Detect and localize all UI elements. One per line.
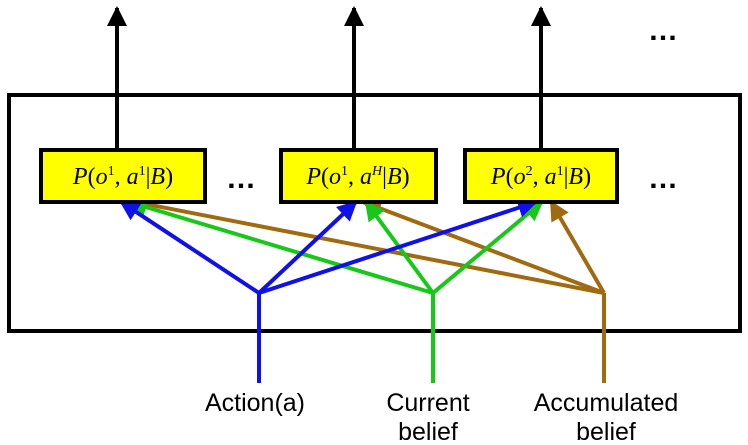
action-arrow-3 xyxy=(258,198,538,295)
accumulated-belief-arrow-3 xyxy=(549,200,606,295)
probability-box-3: P(o2, a1|B) xyxy=(463,148,619,204)
current-belief-arrow-3 xyxy=(431,200,544,295)
probability-box-1: P(o1, a1|B) xyxy=(39,148,207,204)
ellipsis-after-boxes: … xyxy=(648,162,680,195)
probability-formula-1: P(o1, a1|B) xyxy=(72,164,173,190)
ellipsis-top-right: … xyxy=(648,14,680,47)
current-belief-label-line2: belief xyxy=(398,418,458,445)
outer-container xyxy=(7,93,742,333)
action-arrow-1 xyxy=(119,200,261,295)
action-label: Action(a) xyxy=(205,389,305,417)
accumulated-belief-arrow-2 xyxy=(361,199,605,295)
ellipsis-between-boxes: … xyxy=(226,162,258,195)
accumulated-belief-label-line2: belief xyxy=(576,418,636,445)
probability-formula-2: P(o1, aH|B) xyxy=(305,164,409,190)
probability-box-2: P(o1, aH|B) xyxy=(279,148,438,204)
accumulated-belief-label-line1: Accumulated xyxy=(534,389,679,417)
accumulated-belief-arrow-1 xyxy=(123,193,605,295)
probability-formula-3: P(o2, a1|B) xyxy=(490,164,591,190)
current-belief-arrow-1 xyxy=(127,197,434,295)
action-arrow-2 xyxy=(257,200,358,295)
current-belief-label-line1: Current xyxy=(386,389,469,417)
